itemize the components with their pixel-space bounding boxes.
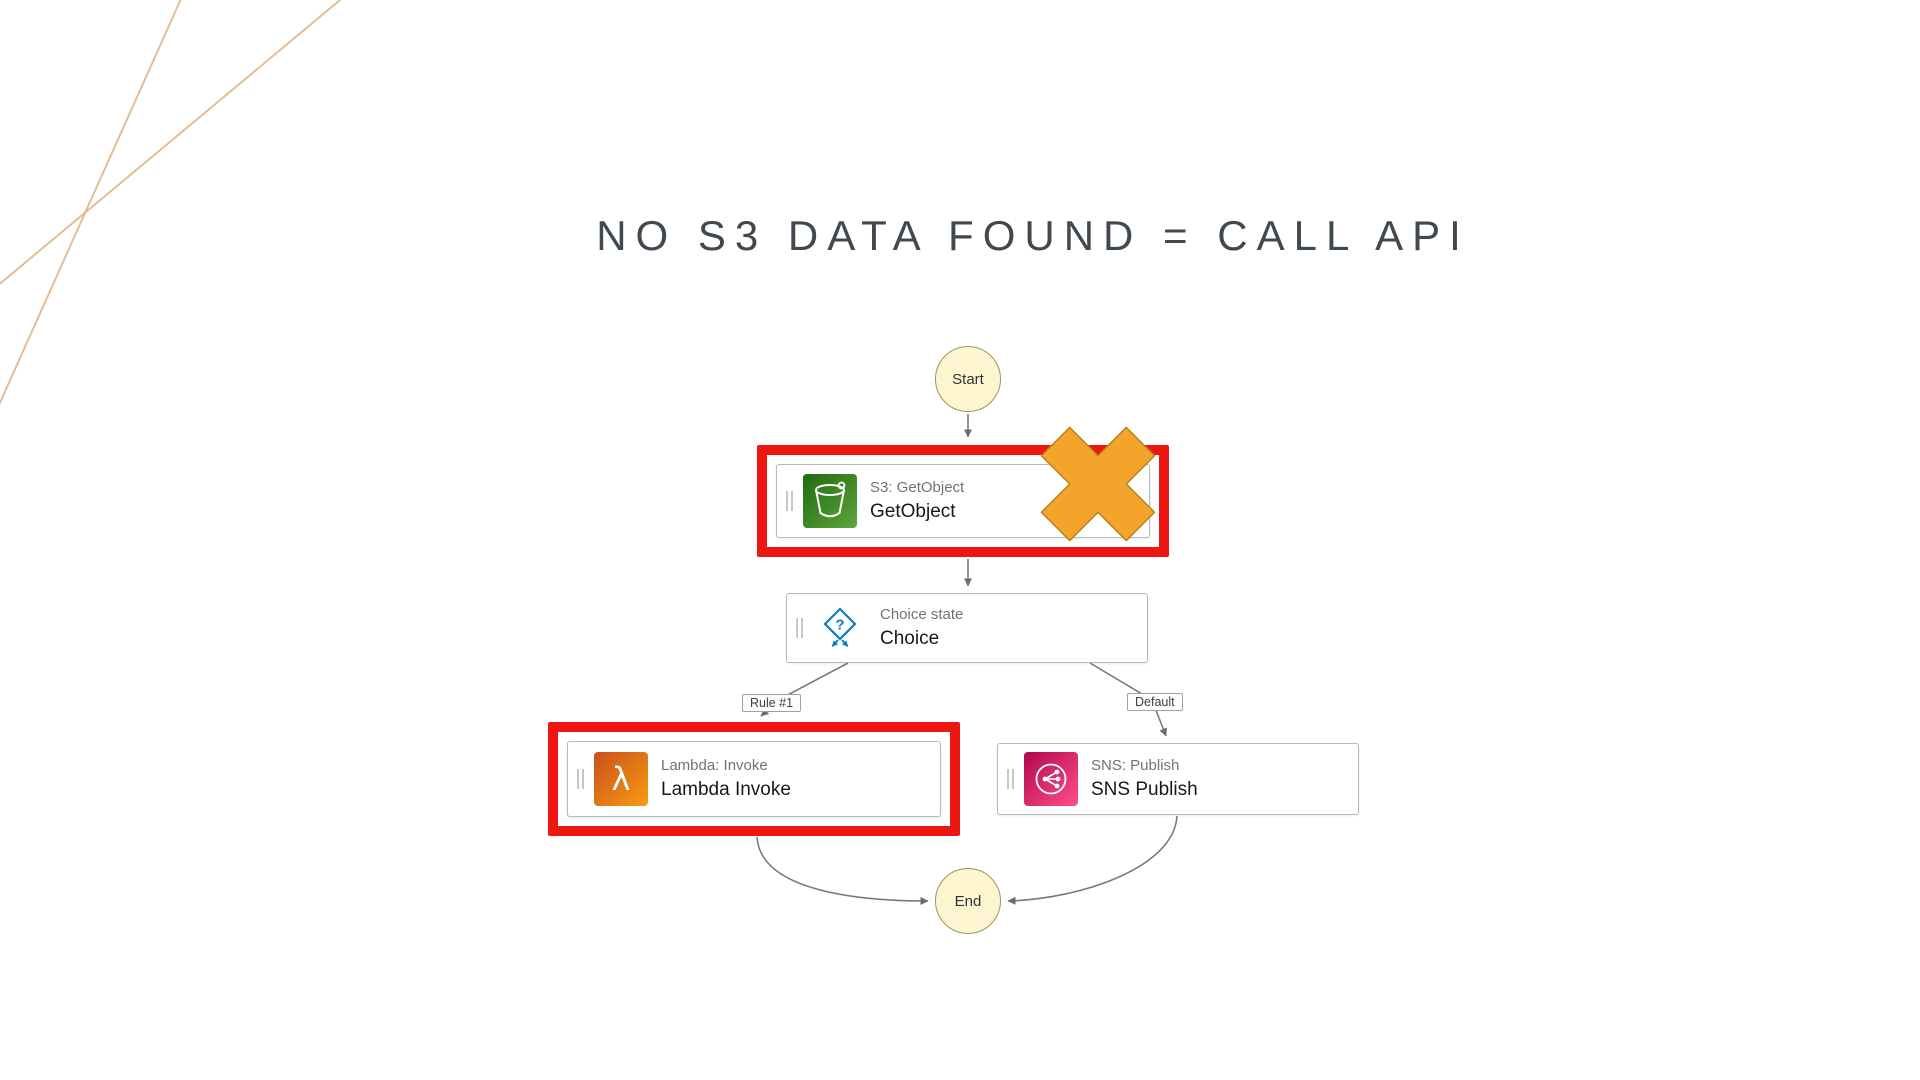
decorative-lines <box>0 0 342 406</box>
drag-handle-icon[interactable] <box>577 769 584 789</box>
node-name-label: GetObject <box>870 500 956 522</box>
drag-handle-icon[interactable] <box>796 618 803 638</box>
slide-title: NO S3 DATA FOUND = CALL API <box>596 212 1470 259</box>
edge-label-default: Default <box>1127 693 1183 711</box>
drag-handle-icon[interactable] <box>1007 769 1014 789</box>
svg-text:?: ? <box>835 617 844 634</box>
sns-publish-node[interactable]: SNS: Publish SNS Publish <box>997 743 1359 815</box>
s3-bucket-icon <box>803 474 857 528</box>
end-node[interactable]: End <box>935 868 1001 934</box>
s3-highlight-frame: S3: GetObject GetObject <box>757 445 1169 557</box>
decorative-line <box>0 0 342 285</box>
svg-text:λ: λ <box>612 760 631 798</box>
decorative-line <box>0 0 182 406</box>
node-type-label: Lambda: Invoke <box>661 756 768 774</box>
choice-state-node[interactable]: ? Choice state Choice <box>786 593 1148 663</box>
node-name-label: Lambda Invoke <box>661 778 791 800</box>
sns-icon <box>1024 752 1078 806</box>
start-node-label: Start <box>952 370 984 388</box>
drag-handle-icon[interactable] <box>786 491 793 511</box>
lambda-icon: λ <box>594 752 648 806</box>
s3-getobject-node[interactable]: S3: GetObject GetObject <box>776 464 1150 538</box>
lambda-invoke-node[interactable]: λ Lambda: Invoke Lambda Invoke <box>567 741 941 817</box>
node-name-label: Choice <box>880 627 940 649</box>
node-name-label: SNS Publish <box>1091 778 1198 800</box>
end-node-label: End <box>954 892 982 910</box>
edge-label-rule1: Rule #1 <box>742 694 802 712</box>
node-type-label: SNS: Publish <box>1091 756 1180 774</box>
edge-lambda-to-end <box>756 836 929 905</box>
choice-branch-icon: ? <box>813 601 867 655</box>
node-type-label: S3: GetObject <box>870 478 965 496</box>
node-type-label: Choice state <box>880 605 964 623</box>
lambda-highlight-frame: λ Lambda: Invoke Lambda Invoke <box>548 722 960 836</box>
start-node[interactable]: Start <box>935 346 1001 412</box>
edge-sns-to-end <box>1007 815 1178 905</box>
